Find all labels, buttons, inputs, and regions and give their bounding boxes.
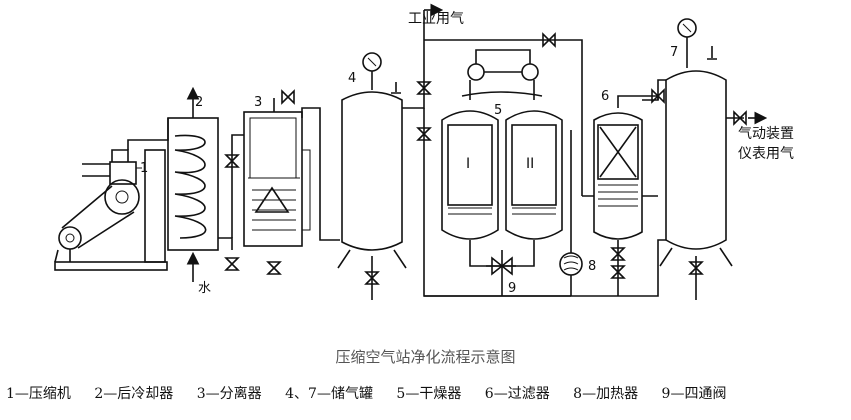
piping	[423, 3, 666, 297]
number-8: 8	[588, 259, 596, 274]
label-water: 水	[198, 281, 211, 296]
legend-item: 1—压缩机	[6, 386, 71, 402]
process-flow-diagram: 工业用气 水 气动装置 仪表用气 I II 1 2 3 4 5 6 7 8 9	[54, 3, 794, 300]
legend-item: 6—过滤器	[484, 386, 550, 402]
legend-item: 9—四通阀	[661, 386, 727, 402]
four-way-valve	[486, 250, 516, 290]
label-industrial-air: 工业用气	[408, 11, 464, 27]
compressor	[54, 118, 169, 271]
number-1: 1	[140, 161, 148, 176]
valves	[224, 32, 747, 285]
legend-item: 8—加热器	[573, 386, 639, 402]
legend-item: 3—分离器	[196, 386, 262, 402]
label-pneumatic-device: 气动装置	[738, 126, 794, 142]
storage-tank-4	[337, 10, 425, 300]
label-dryer-1: I	[466, 156, 470, 172]
legend-item: 2—后冷却器	[94, 386, 174, 402]
number-9: 9	[508, 281, 516, 296]
number-7: 7	[670, 45, 678, 60]
separator	[231, 98, 340, 247]
number-5: 5	[494, 103, 502, 118]
legend-item: 5—干燥器	[396, 386, 462, 402]
after-cooler	[167, 86, 233, 282]
heater	[559, 130, 583, 296]
storage-tank-7	[642, 18, 768, 300]
filter	[582, 95, 659, 296]
number-6: 6	[601, 89, 609, 104]
dryer-pair	[441, 49, 563, 267]
number-4: 4	[348, 71, 356, 86]
number-2: 2	[195, 95, 203, 110]
label-dryer-2: II	[526, 156, 534, 172]
legend: 1—压缩机 2—后冷却器 3—分离器 4、7—储气罐 5—干燥器 6—过滤器 8…	[6, 383, 745, 403]
figure-caption: 压缩空气站净化流程示意图	[335, 348, 516, 366]
label-instrument-air: 仪表用气	[738, 146, 794, 162]
number-3: 3	[254, 95, 262, 110]
legend-item: 4、7—储气罐	[285, 386, 373, 402]
